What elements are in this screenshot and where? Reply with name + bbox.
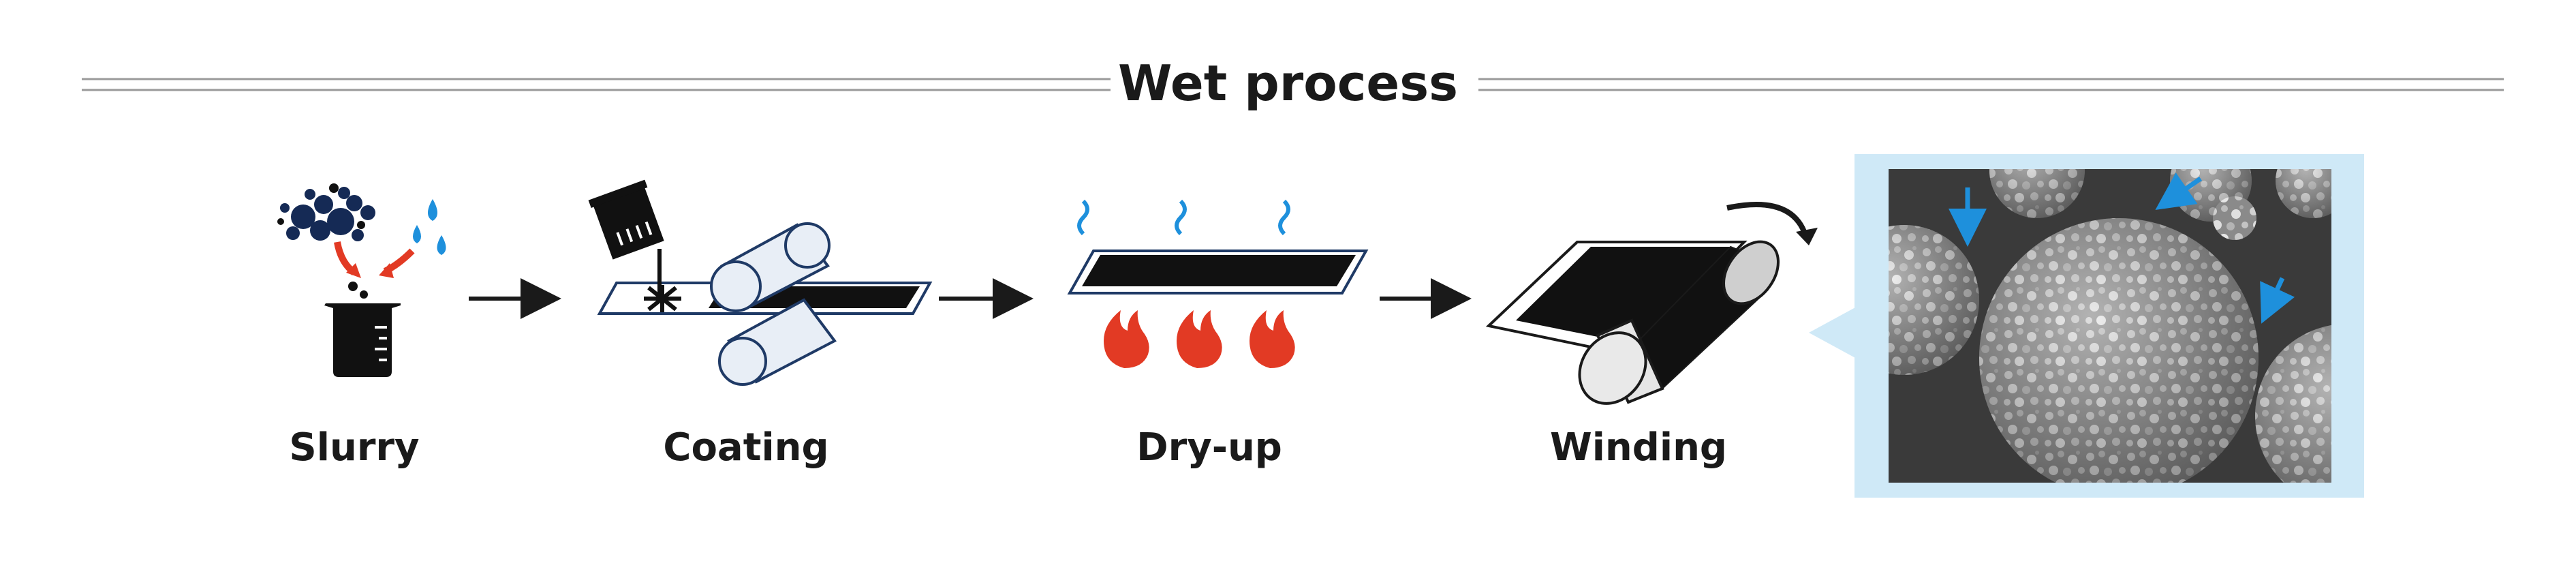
step-label-winding: Winding [1549,425,1728,470]
slurry-icon [277,183,446,377]
diagram-title: Wet process [1118,55,1458,112]
sem-micrograph-callout [1809,154,2364,498]
step-label-dry-up: Dry-up [1136,425,1282,470]
title-rule-right [1478,78,2504,91]
dry-up-icon [1067,199,1369,368]
step-label-coating: Coating [663,425,829,470]
step-label-slurry: Slurry [289,425,420,470]
coating-icon [588,179,933,386]
title-rule-left [82,78,1111,91]
winding-icon [1485,202,1818,405]
